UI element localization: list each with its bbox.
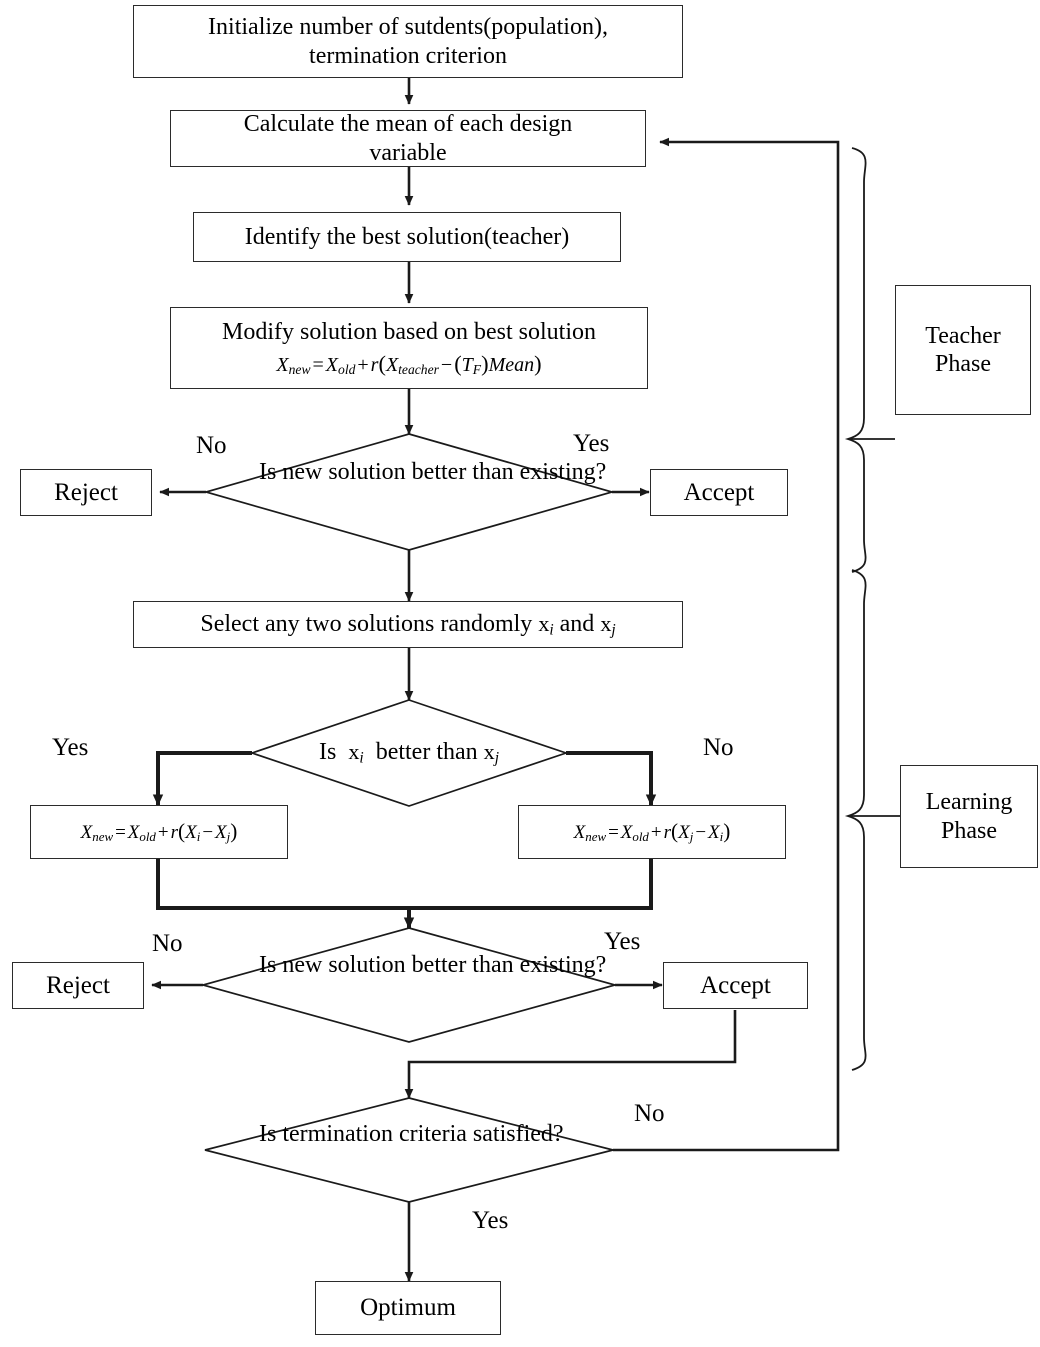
- decision-termination-shape: [204, 1097, 614, 1203]
- edge-label-termination-no: No: [634, 1100, 665, 1127]
- node-learning-phase: Learning Phase: [900, 765, 1038, 868]
- node-modify-solution-line1: Modify solution based on best solution: [222, 319, 596, 346]
- node-learning-phase-line2: Phase: [941, 817, 997, 844]
- edge-label-learner-yes: Yes: [604, 928, 641, 955]
- node-formula-right-text: Xnew=Xold+r(Xj−Xi): [573, 819, 731, 845]
- teacher-phase-brace: [844, 147, 867, 573]
- node-modify-solution-formula: Xnew=Xold+r(Xteacher−(TF)Mean): [276, 350, 542, 377]
- decision-compare-middle: better than: [375, 739, 478, 765]
- decision-learner-shape: [199, 927, 619, 1043]
- decision-termination-line1: Is termination: [259, 1121, 393, 1147]
- node-accept-teacher-label: Accept: [683, 478, 755, 506]
- node-select-two-and: and: [559, 610, 595, 637]
- decision-teacher-line2: better than existing?: [411, 459, 607, 485]
- decision-teacher-line1: Is new solution: [259, 459, 406, 485]
- node-modify-solution: Modify solution based on best solution X…: [170, 307, 648, 389]
- node-accept-learner: Accept: [663, 962, 808, 1009]
- decision-compare-prefix: Is: [319, 739, 337, 765]
- node-calculate-mean-line2: variable: [369, 139, 447, 166]
- node-teacher-phase-line1: Teacher: [925, 322, 1001, 349]
- decision-teacher-label: Is new solution better than existing?: [259, 458, 606, 487]
- node-learning-phase-line1: Learning: [925, 789, 1013, 816]
- decision-learner-label: Is new solution better than existing?: [259, 951, 606, 980]
- node-formula-left: Xnew=Xold+r(Xi−Xj): [30, 805, 288, 859]
- node-optimum: Optimum: [315, 1281, 501, 1335]
- node-calculate-mean-line1: Calculate the mean of each design: [243, 111, 573, 138]
- decision-compare-var-j: xj: [483, 739, 499, 767]
- decision-compare-var-i: xi: [348, 739, 364, 767]
- edge-label-learner-no: No: [152, 930, 183, 957]
- decision-teacher-shape: [202, 433, 616, 551]
- decision-compare-text: Is xi better than xj: [319, 739, 499, 767]
- node-calculate-mean: Calculate the mean of each design variab…: [170, 110, 646, 167]
- edge-label-teacher-yes: Yes: [573, 430, 610, 457]
- node-optimum-label: Optimum: [360, 1294, 456, 1322]
- node-select-two-prefix: Select any two solutions randomly: [200, 610, 533, 637]
- node-accept-teacher: Accept: [650, 469, 788, 516]
- edge-label-termination-yes: Yes: [472, 1207, 509, 1234]
- learning-phase-brace: [844, 569, 867, 1071]
- node-reject-learner-label: Reject: [46, 971, 110, 999]
- decision-termination-label: Is termination criteria satisfied?: [259, 1120, 564, 1149]
- decision-learner-line1: Is new solution: [259, 952, 406, 978]
- node-reject-learner: Reject: [12, 962, 144, 1009]
- node-formula-left-text: Xnew=Xold+r(Xi−Xj): [80, 819, 238, 845]
- node-identify-best: Identify the best solution(teacher): [193, 212, 621, 262]
- node-identify-best-line1: Identify the best solution(teacher): [244, 223, 570, 250]
- node-reject-teacher: Reject: [20, 469, 152, 516]
- node-initialize-line1: Initialize number of sutdents(population…: [208, 14, 608, 41]
- node-accept-learner-label: Accept: [700, 971, 771, 999]
- node-select-two-var-i: xi: [538, 610, 554, 639]
- edge-label-teacher-no: No: [196, 432, 227, 459]
- decision-compare-label: Is xi better than xj: [289, 738, 529, 768]
- node-initialize-line2: termination criterion: [309, 42, 507, 69]
- node-select-two-text: Select any two solutions randomly xi and…: [200, 610, 615, 640]
- decision-termination-line2: criteria satisfied?: [398, 1121, 564, 1147]
- node-select-two: Select any two solutions randomly xi and…: [133, 601, 683, 648]
- node-reject-teacher-label: Reject: [54, 478, 118, 506]
- node-teacher-phase: Teacher Phase: [895, 285, 1031, 415]
- edge-label-compare-no: No: [703, 734, 734, 761]
- node-formula-right: Xnew=Xold+r(Xj−Xi): [518, 805, 786, 859]
- node-teacher-phase-line2: Phase: [935, 351, 991, 377]
- node-select-two-var-j: xj: [600, 610, 616, 639]
- node-initialize: Initialize number of sutdents(population…: [133, 5, 683, 78]
- decision-learner-line2: better than existing?: [411, 952, 607, 978]
- edge-label-compare-yes: Yes: [52, 734, 89, 761]
